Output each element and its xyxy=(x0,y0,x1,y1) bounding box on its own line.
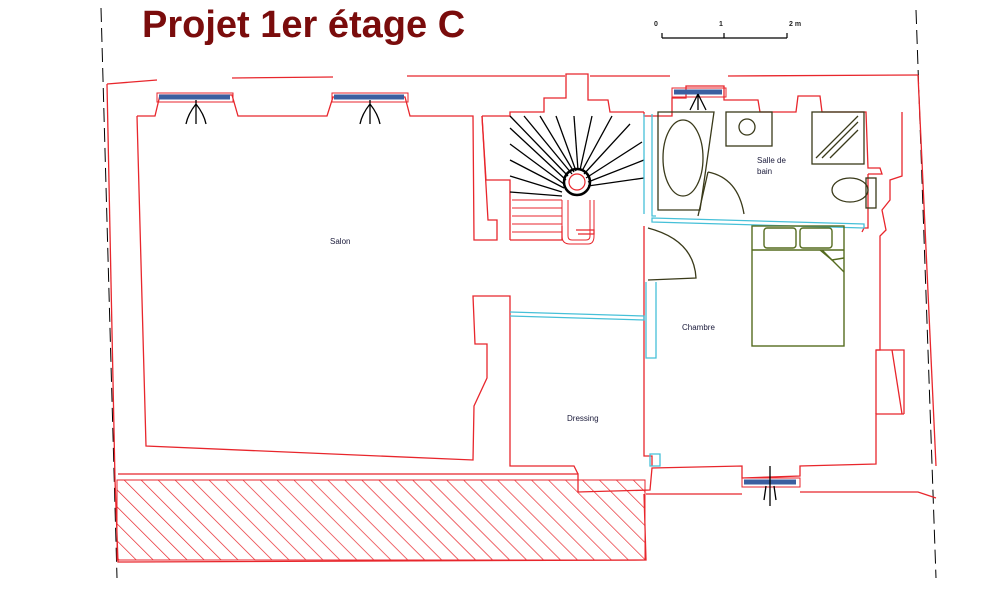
guide-lines xyxy=(100,7,937,579)
window-openings xyxy=(185,93,777,506)
window-frames xyxy=(156,87,801,488)
bath-fixtures xyxy=(647,111,877,281)
partitions xyxy=(509,114,865,467)
room-label-chambre: Chambre xyxy=(682,323,715,332)
room-label-salle-de-bain-2: bain xyxy=(757,167,772,176)
bedroom-walls xyxy=(643,85,905,466)
scale-label-2: 2 m xyxy=(789,21,801,28)
stair-lower-steps xyxy=(512,199,595,245)
double-bed xyxy=(751,225,845,347)
page-title: Projet 1er étage C xyxy=(142,4,466,46)
room-label-salle-de-bain-1: Salle de xyxy=(757,156,786,165)
scale-bar xyxy=(661,33,788,39)
scale-label-1: 1 xyxy=(719,21,723,28)
salon-room xyxy=(136,94,579,475)
windows xyxy=(159,89,796,485)
room-label-salon: Salon xyxy=(330,237,350,246)
stair-walls xyxy=(481,73,644,241)
left-guide-line xyxy=(100,7,118,579)
stair-newel xyxy=(562,167,592,197)
hatched-area xyxy=(116,479,646,561)
spiral-staircase xyxy=(509,115,645,197)
scale-label-0: 0 xyxy=(654,21,658,28)
room-label-dressing: Dressing xyxy=(567,414,599,423)
right-guide-line xyxy=(915,9,937,579)
